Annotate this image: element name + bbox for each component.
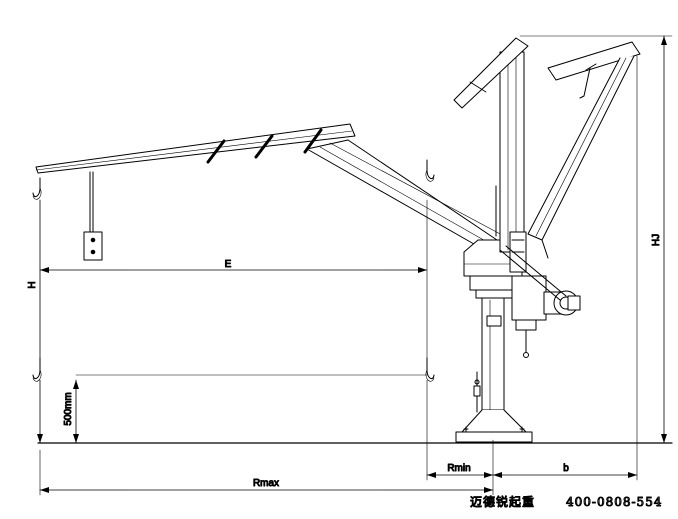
- slewing-head: [463, 239, 581, 358]
- watermark-phone: 400-0808-554: [566, 495, 662, 509]
- label-rmax: Rmax: [253, 478, 279, 489]
- hook-outer-top: [32, 177, 42, 200]
- dimension-500mm: [73, 374, 428, 444]
- diagonal-strut: [306, 139, 505, 253]
- label-b: b: [563, 463, 569, 474]
- pendant-control: [83, 171, 103, 261]
- folded-arm-diagonal: [499, 41, 641, 301]
- label-e: E: [225, 259, 232, 270]
- folded-arm-vertical: [453, 37, 529, 273]
- hook-inner-bottom: [425, 357, 435, 382]
- hook-inner-top: [425, 159, 435, 182]
- label-rmin: Rmin: [447, 463, 470, 474]
- dimension-h: [37, 199, 43, 444]
- dimension-b: [492, 442, 638, 481]
- dimension-hj: [519, 35, 673, 444]
- jib-arm: [35, 123, 356, 174]
- hook-outer-bottom: [32, 357, 42, 382]
- label-hj: HJ: [651, 234, 662, 246]
- base-plate: [455, 409, 533, 443]
- dimension-rmax: [39, 449, 494, 496]
- label-500mm: 500mm: [63, 392, 74, 425]
- dimension-rmin: [426, 379, 494, 496]
- dimension-e: [39, 199, 428, 359]
- watermark-brand: 迈德锐起重: [470, 494, 535, 509]
- label-h: H: [27, 281, 38, 288]
- mast-column: [473, 295, 505, 413]
